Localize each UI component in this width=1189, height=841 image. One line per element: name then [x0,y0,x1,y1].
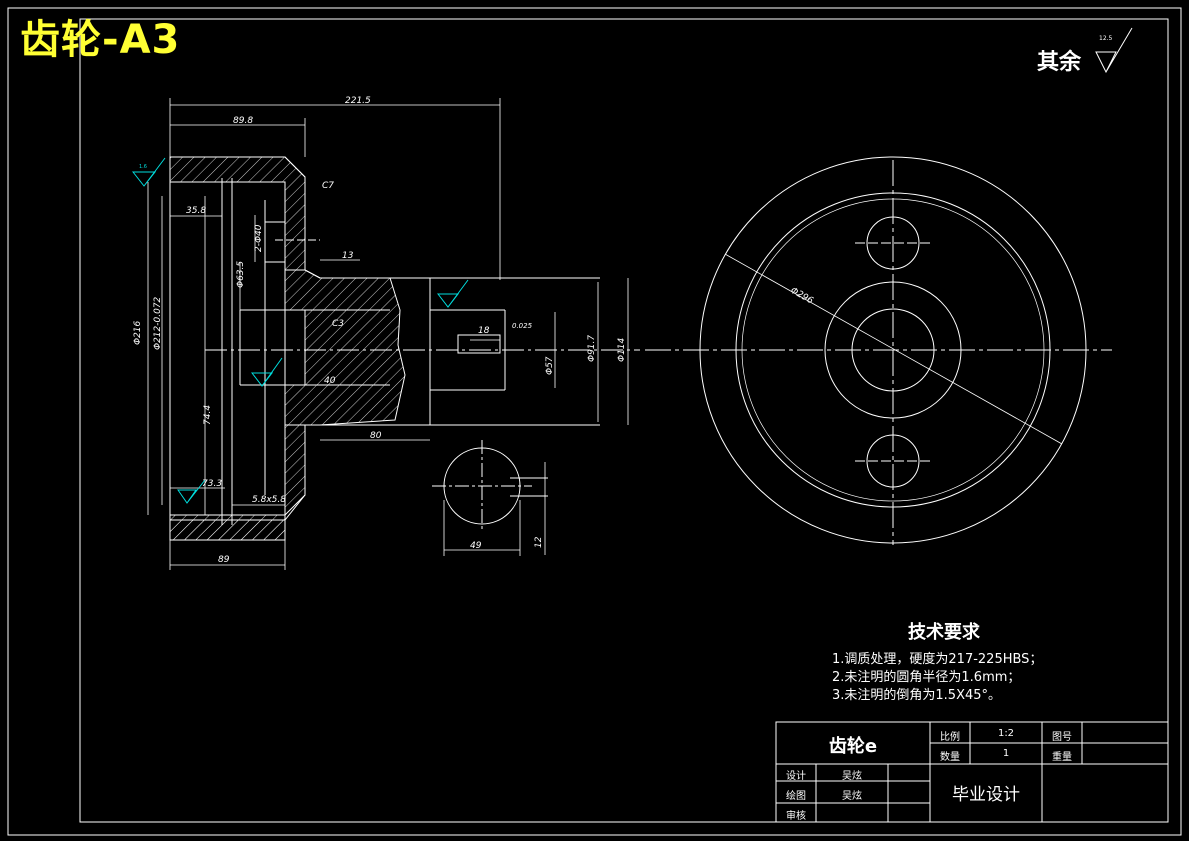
dim-89: 89 [218,555,230,565]
dim-73-3: 73.3 [202,479,222,489]
dim-63-5: Φ63.5 [236,261,246,288]
tech-requirement-item: 2.未注明的圆角半径为1.6mm； [832,670,1021,685]
dim-13: 13 [342,251,354,261]
dim-5-8: 5.8x5.8 [252,495,286,505]
part-name: 齿轮e [828,736,878,757]
tech-requirement-item: 3.未注明的倒角为1.5X45°。 [832,688,1002,703]
dimension-text: 221.5 89.8 C7 35.8 2-Φ40 13 Φ63.5 C3 Φ21… [133,35,1113,565]
surface-value-local: 1.6 [139,164,147,170]
dim-216: Φ216 [133,320,143,345]
section-view [169,156,640,541]
dim-212: Φ212-0.072 [153,296,163,350]
keyway-detail [432,440,548,556]
qty-value: 1 [1002,748,1010,759]
dim-12: 12 [534,536,544,548]
design-value: 吴炫 [842,771,862,782]
dimension-lines [147,98,629,570]
front-view [645,156,1112,545]
draw-label: 绘图 [786,791,806,802]
dim-40: 40 [324,376,336,386]
design-label: 设计 [786,771,806,782]
drawing-frame [7,7,1182,836]
dim-c7: C7 [322,181,334,191]
dim-89-8: 89.8 [233,116,253,126]
dim-18: 18 [478,326,490,336]
dim-221-5: 221.5 [345,96,371,106]
dim-tolerance: 0.025 [512,322,533,330]
dim-57: Φ57 [545,356,555,375]
dim-91-7: Φ91.7 [587,335,597,362]
dim-35-8: 35.8 [186,206,206,216]
scale-value: 1:2 [997,728,1015,739]
drawing-title: 齿轮-A3 [20,17,181,63]
dim-80: 80 [370,431,382,441]
surface-value-general: 12.5 [1099,35,1113,42]
drawing-no-label: 图号 [1052,732,1072,743]
dim-296: Φ296 [789,286,815,307]
surface-rest-label: 其余 [1037,50,1082,75]
qty-label: 数量 [940,752,960,763]
tech-requirement-item: 1.调质处理，硬度为217-225HBS； [832,652,1043,667]
draw-value: 吴炫 [842,791,862,802]
project-name: 毕业设计 [952,785,1020,805]
weight-label: 重量 [1052,752,1072,763]
dim-2-40: 2-Φ40 [254,224,264,252]
general-surface-mark [1095,27,1133,74]
tech-requirements-title: 技术要求 [908,622,980,643]
surface-marks [131,157,469,504]
title-block-grid [775,721,1169,823]
dim-c3: C3 [332,319,344,329]
dim-114: Φ114 [617,337,627,362]
check-label: 审核 [786,811,806,822]
dim-49: 49 [470,541,482,551]
dim-74-4: 74.4 [203,405,213,425]
scale-label: 比例 [940,732,960,743]
